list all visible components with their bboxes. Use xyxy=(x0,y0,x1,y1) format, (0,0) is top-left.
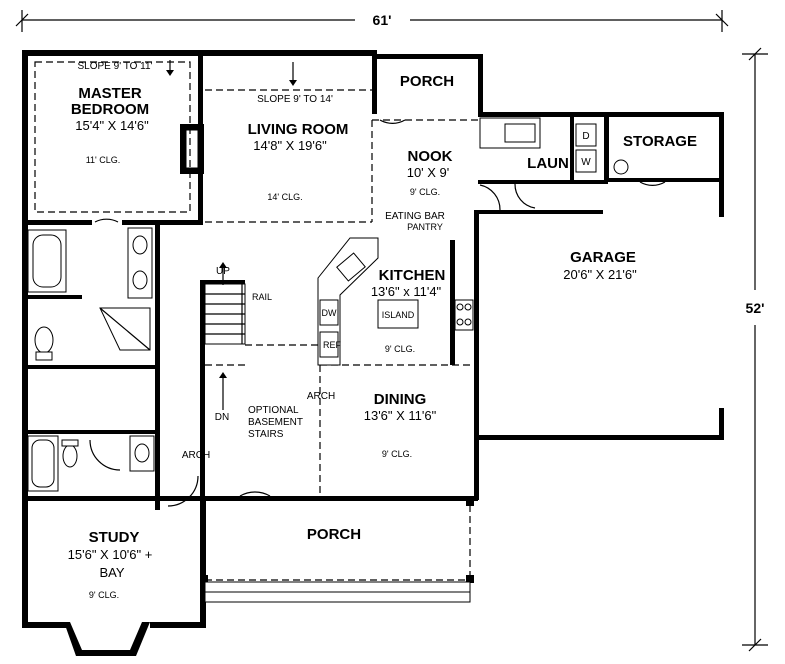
arch-right-label: ARCH xyxy=(307,391,335,402)
garage-size: 20'6" X 21'6" xyxy=(563,267,637,282)
interior-walls xyxy=(22,54,724,510)
study-name: STUDY xyxy=(89,529,140,546)
kitchen-size: 13'6" x 11'4" xyxy=(371,284,442,299)
island-label: ISLAND xyxy=(382,310,415,320)
eating-bar-label: EATING BAR xyxy=(385,211,445,222)
dashed-lines xyxy=(34,61,478,581)
living-room-name: LIVING ROOM xyxy=(248,121,349,138)
stairs-up-label: UP xyxy=(216,266,230,277)
kitchen-ceiling: 9' CLG. xyxy=(385,344,415,354)
kitchen: EATING BAR PANTRY KITCHEN 13'6" x 11'4" … xyxy=(322,211,446,354)
dining: DINING 13'6" X 11'6" 9' CLG. xyxy=(364,391,437,459)
dining-size: 13'6" X 11'6" xyxy=(364,408,437,423)
basement-note-line3: STAIRS xyxy=(248,429,284,440)
dishwasher-label: DW xyxy=(322,308,337,318)
storage-name: STORAGE xyxy=(623,133,697,150)
fixtures xyxy=(27,60,666,603)
width-dimension: 61' xyxy=(15,10,729,32)
washer-label: W xyxy=(581,157,591,168)
nook-ceiling: 9' CLG. xyxy=(410,187,440,197)
rear-porch: PORCH xyxy=(400,73,454,90)
study-size: 15'6" X 10'6" + xyxy=(68,547,153,562)
front-porch: PORCH xyxy=(307,526,361,543)
depth-dimension-label: 52' xyxy=(746,300,765,316)
living-room-slope: SLOPE 9' TO 14' xyxy=(257,94,333,105)
nook-size: 10' X 9' xyxy=(407,165,450,180)
exterior-walls xyxy=(22,50,724,656)
width-dimension-label: 61' xyxy=(373,12,392,28)
dining-name: DINING xyxy=(374,391,427,408)
study-ceiling: 9' CLG. xyxy=(89,590,119,600)
master-bedroom: SLOPE 9' TO 11' MASTER BEDROOM 15'4" X 1… xyxy=(71,61,153,165)
garage: GARAGE 20'6" X 21'6" xyxy=(563,249,637,282)
pantry-label: PANTRY xyxy=(407,222,443,232)
master-bedroom-name-line2: BEDROOM xyxy=(71,101,149,118)
nook-name: NOOK xyxy=(408,148,453,165)
rail-label: RAIL xyxy=(252,292,272,302)
stairs-down-label: DN xyxy=(215,412,229,423)
basement-note-line2: BASEMENT xyxy=(248,417,303,428)
nook: NOOK 10' X 9' 9' CLG. xyxy=(407,148,453,197)
rear-porch-name: PORCH xyxy=(400,73,454,90)
living-room-size: 14'8" X 19'6" xyxy=(253,138,327,153)
refrigerator-label: REF xyxy=(323,340,342,350)
front-porch-name: PORCH xyxy=(307,526,361,543)
storage: STORAGE xyxy=(623,133,697,150)
laundry: LAUN D W xyxy=(527,131,591,172)
garage-name: GARAGE xyxy=(570,249,636,266)
study: STUDY 15'6" X 10'6" + BAY 9' CLG. xyxy=(68,529,153,600)
kitchen-name: KITCHEN xyxy=(379,267,446,284)
stairs xyxy=(204,262,246,410)
dining-ceiling: 9' CLG. xyxy=(382,449,412,459)
dryer-label: D xyxy=(582,131,589,142)
master-bedroom-name-line1: MASTER xyxy=(78,85,142,102)
master-bedroom-ceiling: 11' CLG. xyxy=(86,155,121,165)
living-room: SLOPE 9' TO 14' LIVING ROOM 14'8" X 19'6… xyxy=(248,94,349,202)
depth-dimension: 52' xyxy=(742,47,768,652)
basement-note-line1: OPTIONAL xyxy=(248,405,299,416)
circulation-labels: UP DN RAIL ARCH ARCH OPTIONAL BASEMENT S… xyxy=(182,266,335,461)
master-bedroom-slope: SLOPE 9' TO 11' xyxy=(78,61,153,72)
arch-left-label: ARCH xyxy=(182,450,210,461)
laundry-name: LAUN xyxy=(527,155,569,172)
study-size-line2: BAY xyxy=(99,565,124,580)
master-bedroom-size: 15'4" X 14'6" xyxy=(75,118,149,133)
living-room-ceiling: 14' CLG. xyxy=(267,192,302,202)
